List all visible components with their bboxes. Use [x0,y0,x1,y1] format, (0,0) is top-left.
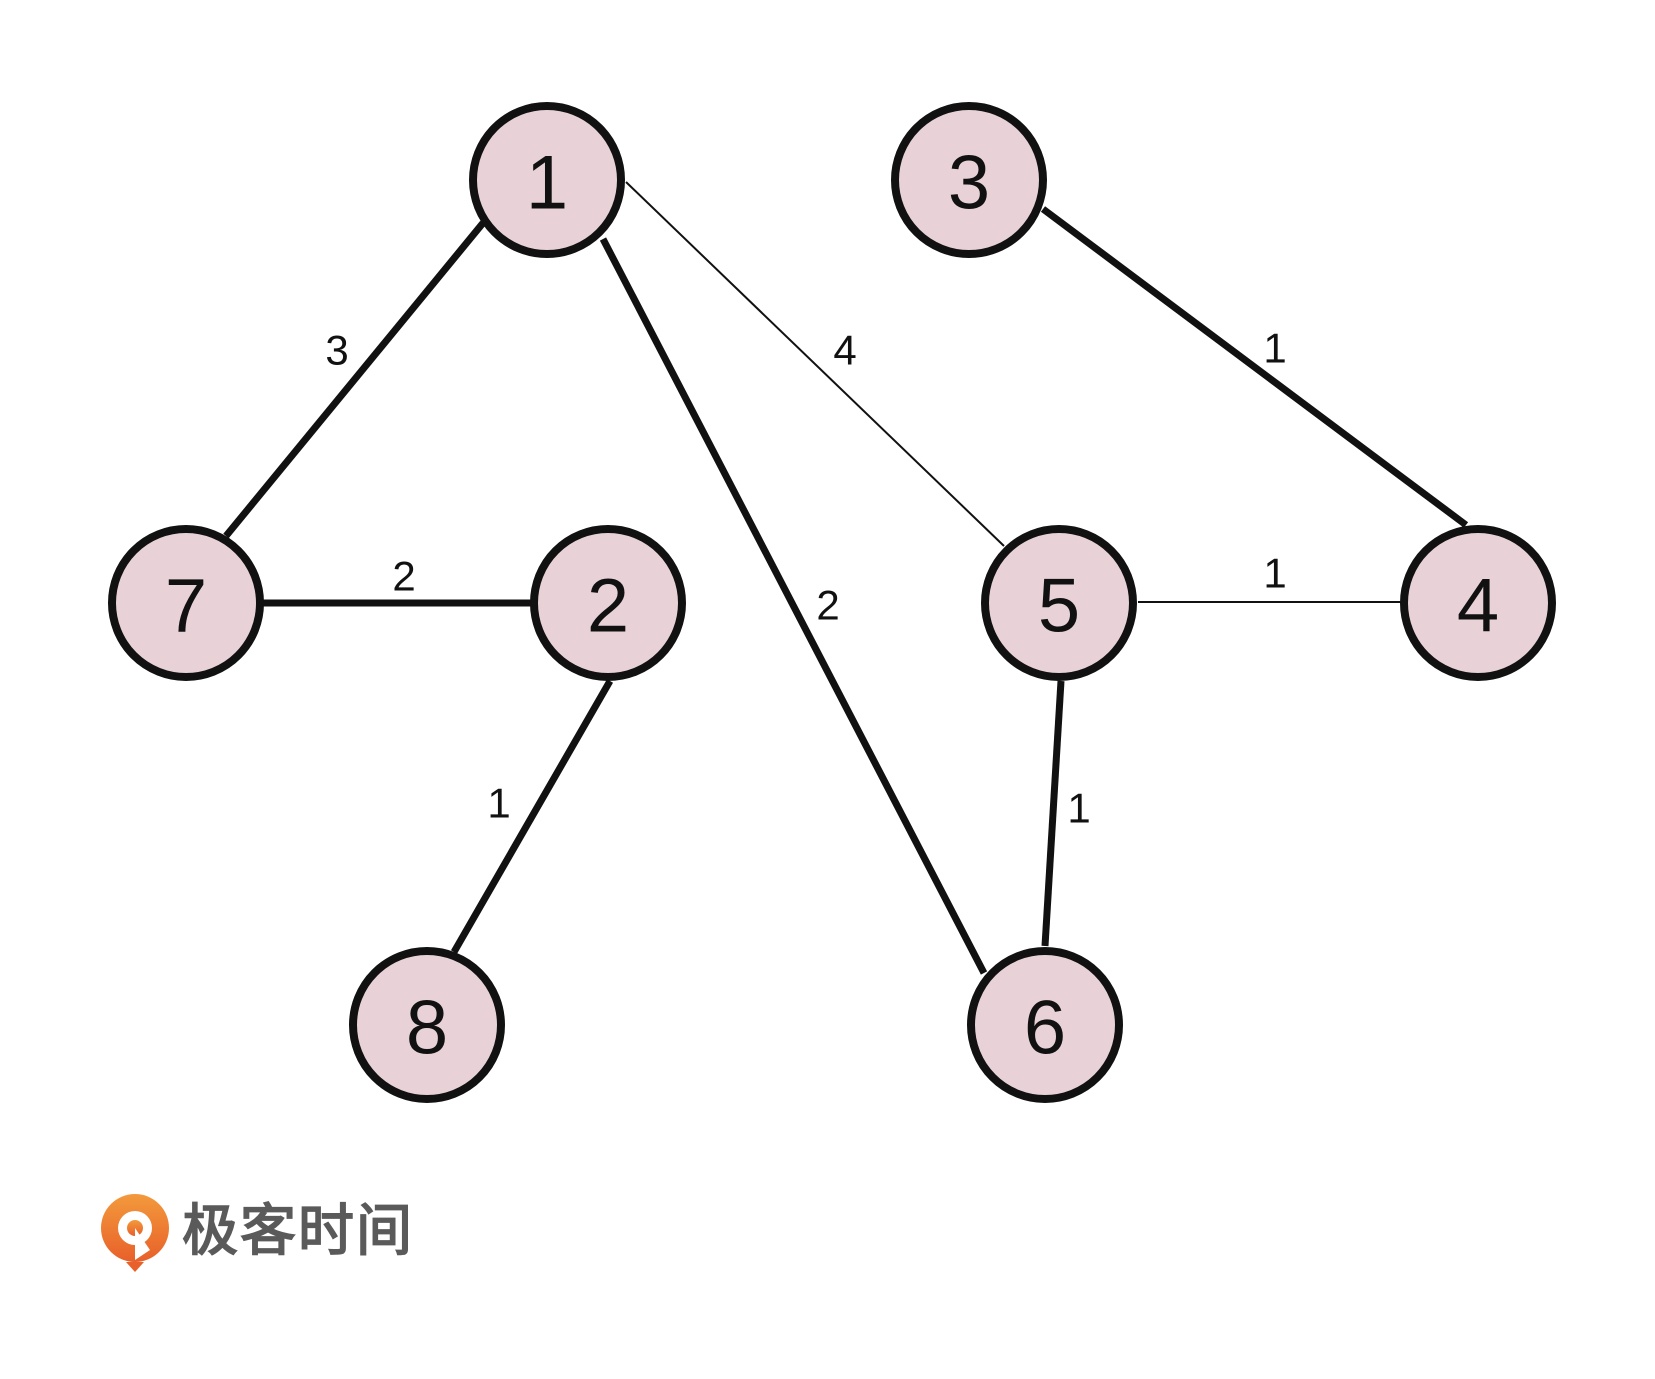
node-label: 7 [165,564,207,649]
node-1: 1 [469,102,625,258]
node-circle [1400,525,1556,681]
edge-weight-2-8: 1 [487,780,510,827]
edge-1-7 [223,220,486,539]
edge-weight-5-6: 1 [1067,785,1090,832]
node-circle [981,525,1137,681]
edge-1-5 [625,181,1005,547]
edge-1-6 [599,237,988,975]
edge-weight-1-5: 4 [833,327,856,374]
node-4: 4 [1400,525,1556,681]
node-label: 3 [948,141,990,226]
node-label: 6 [1024,986,1066,1071]
edges [223,181,1469,975]
node-label: 2 [587,564,629,649]
logo-text: 极客时间 [182,1199,414,1264]
node-6: 6 [967,947,1123,1103]
edge-weight-1-6: 2 [816,582,839,629]
node-2: 2 [530,525,686,681]
node-label: 8 [406,986,448,1071]
node-circle [349,947,505,1103]
node-circle [469,102,625,258]
edge-weight-3-4: 1 [1263,325,1286,372]
node-5: 5 [981,525,1137,681]
node-label: 4 [1457,564,1499,649]
geektime-logo-icon [101,1194,169,1272]
brand-logo: 极客时间 [98,1190,414,1274]
edge-weights: 3 4 1 2 2 1 1 1 [325,325,1286,832]
nodes: 1 3 7 2 5 4 8 6 [108,102,1556,1103]
edge-weight-1-7: 3 [325,327,348,374]
node-circle [530,525,686,681]
node-3: 3 [891,102,1047,258]
node-label: 1 [526,141,568,226]
node-circle [891,102,1047,258]
edge-5-6 [1041,680,1065,947]
edge-3-4 [1040,206,1469,528]
node-circle [108,525,264,681]
node-label: 5 [1038,564,1080,649]
edge-2-8 [450,679,614,954]
edge-weight-5-4: 1 [1263,550,1286,597]
edge-weight-7-2: 2 [392,553,415,600]
node-circle [967,947,1123,1103]
node-8: 8 [349,947,505,1103]
node-7: 7 [108,525,264,681]
